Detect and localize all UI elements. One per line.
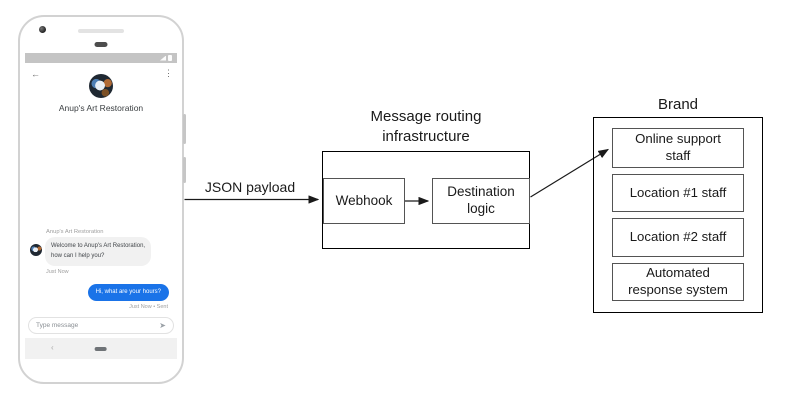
brand-box: [593, 117, 763, 313]
chat-header: ← ⋮ Anup's Art Restoration: [25, 63, 177, 119]
home-button[interactable]: [94, 347, 107, 351]
signal-icon: [160, 55, 166, 61]
speaker-grill: [78, 29, 124, 33]
message-input[interactable]: Type message: [36, 322, 79, 329]
phone-mockup: ← ⋮ Anup's Art Restoration Anup's Art Re…: [18, 15, 186, 384]
infrastructure-title: Message routing infrastructure: [370, 108, 482, 145]
camera-dot: [39, 26, 46, 33]
webhook-node: Webhook: [323, 178, 405, 224]
overflow-menu-icon[interactable]: ⋮: [164, 68, 173, 78]
json-payload-label: JSON payload: [204, 179, 296, 195]
message-composer[interactable]: Type message ➤: [28, 317, 174, 334]
incoming-message-row: Welcome to Anup's Art Restoration, how c…: [30, 237, 172, 266]
destination-location-1-staff: Location #1 staff: [612, 174, 744, 212]
back-icon[interactable]: ←: [31, 69, 40, 79]
battery-icon: [168, 55, 172, 61]
volume-button: [183, 157, 186, 183]
android-navbar: ‹: [25, 338, 177, 359]
status-bar: [25, 53, 177, 63]
destination-logic-node: Destination logic: [432, 178, 530, 224]
destination-location-2-staff: Location #2 staff: [612, 218, 744, 257]
power-button: [183, 114, 186, 144]
outgoing-timestamp: Just Now • Sent: [129, 304, 168, 310]
earpiece: [94, 42, 108, 47]
incoming-timestamp: Just Now: [46, 269, 69, 275]
conversation: Anup's Art Restoration Welcome to Anup's…: [25, 119, 177, 316]
brand-avatar: [89, 74, 113, 98]
outgoing-message-bubble: Hi, what are your hours?: [87, 284, 169, 301]
incoming-message-bubble: Welcome to Anup's Art Restoration, how c…: [45, 237, 152, 266]
brand-title: Brand: [657, 96, 699, 113]
destination-online-support-staff: Online support staff: [612, 128, 744, 168]
phone-screen: ← ⋮ Anup's Art Restoration Anup's Art Re…: [25, 53, 177, 359]
chat-title: Anup's Art Restoration: [58, 103, 144, 113]
nav-back-icon[interactable]: ‹: [51, 343, 54, 352]
sender-label: Anup's Art Restoration: [46, 229, 104, 236]
send-icon[interactable]: ➤: [159, 320, 166, 330]
message-avatar: [30, 244, 42, 257]
destination-automated-response-system: Automated response system: [612, 263, 744, 301]
